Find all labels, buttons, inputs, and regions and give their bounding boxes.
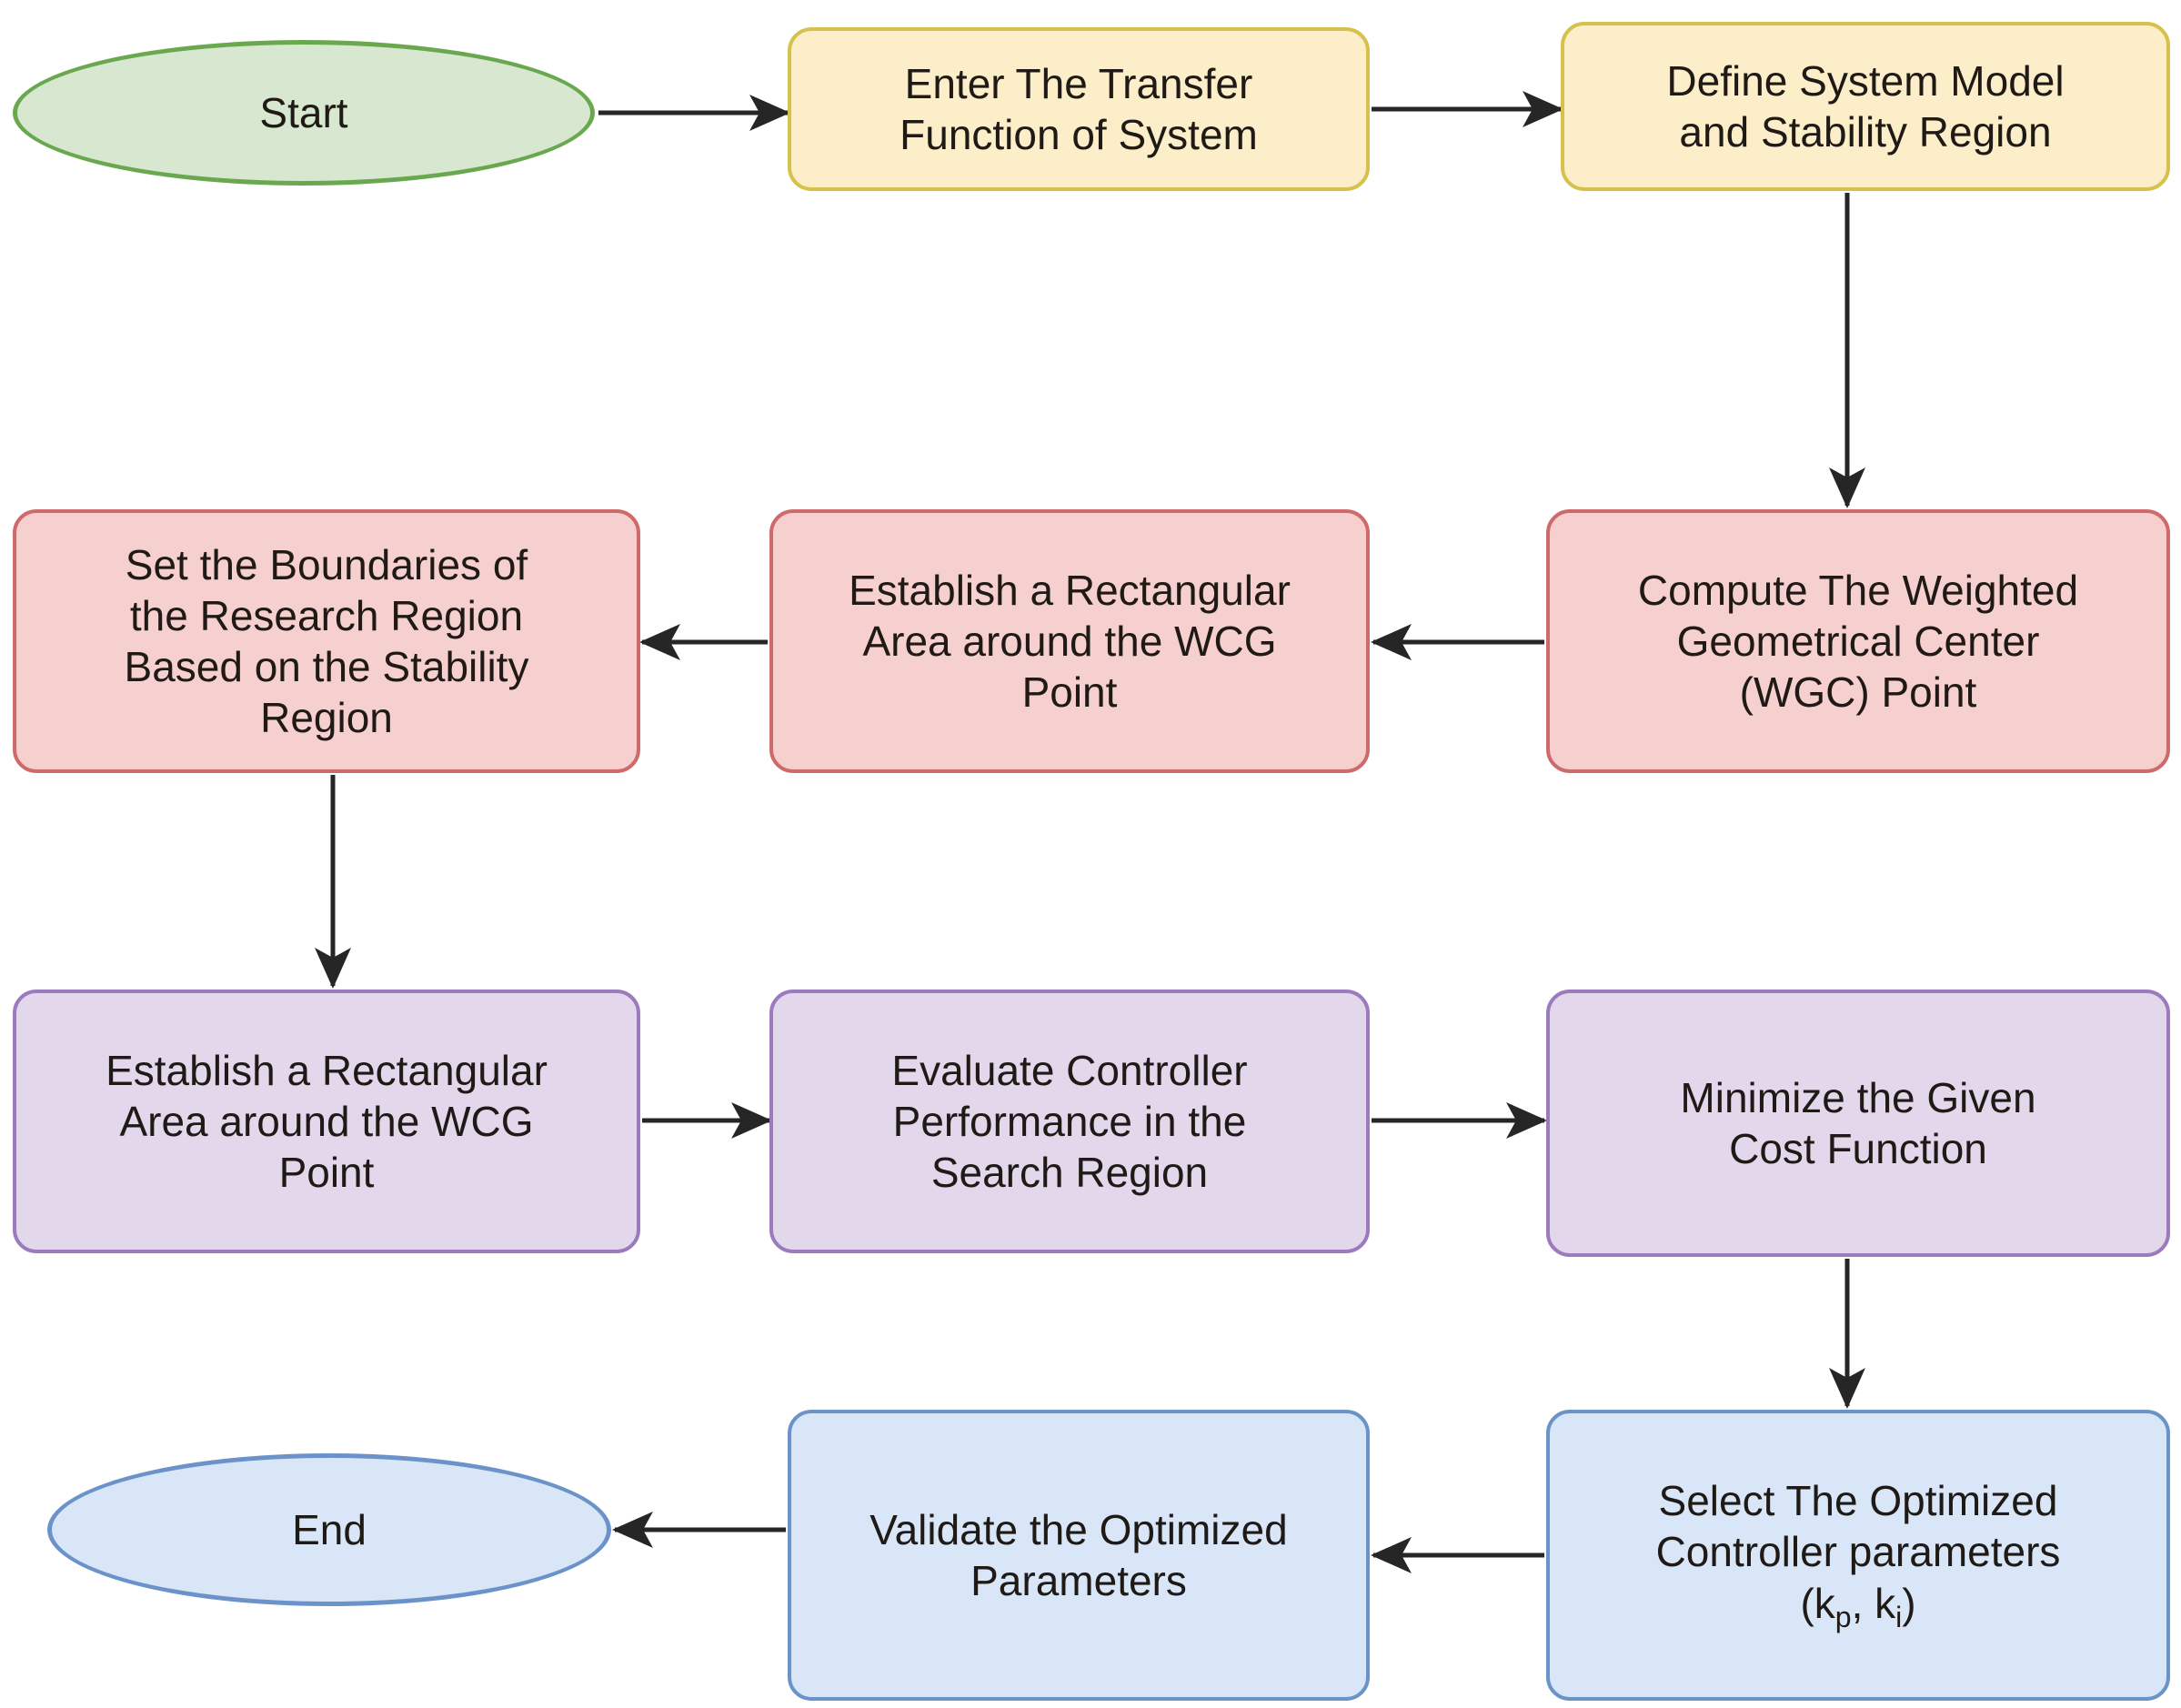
flowchart-node-validate[interactable]: Validate the Optimized Parameters [788,1410,1370,1701]
node-label-evaluate: Evaluate Controller Performance in the S… [891,1046,1248,1197]
node-label-boundaries: Set the Boundaries of the Research Regio… [124,540,529,742]
flowchart-node-start[interactable]: Start [13,40,595,186]
arrow-group [315,91,1865,1573]
flowchart-node-evaluate[interactable]: Evaluate Controller Performance in the S… [769,990,1370,1253]
node-label-rect_wcg1: Establish a Rectangular Area around the … [849,566,1291,717]
node-label-start: Start [259,88,348,136]
flowchart-node-define[interactable]: Define System Model and Stability Region [1561,22,2170,191]
flowchart-node-end[interactable]: End [47,1453,611,1606]
node-label-wgc: Compute The Weighted Geometrical Center … [1637,566,2079,717]
flowchart-node-minimize[interactable]: Minimize the Given Cost Function [1546,990,2170,1257]
node-label-end: End [292,1505,367,1553]
flowchart-node-enter_tf[interactable]: Enter The Transfer Function of System [788,27,1370,191]
flowchart-node-boundaries[interactable]: Set the Boundaries of the Research Regio… [13,509,640,773]
node-label-rect_wcg2: Establish a Rectangular Area around the … [106,1046,548,1197]
flowchart-node-rect_wcg1[interactable]: Establish a Rectangular Area around the … [769,509,1370,773]
node-label-enter_tf: Enter The Transfer Function of System [900,59,1258,158]
node-label-validate: Validate the Optimized Parameters [869,1505,1288,1604]
node-label-minimize: Minimize the Given Cost Function [1680,1073,2036,1172]
flowchart-node-wgc[interactable]: Compute The Weighted Geometrical Center … [1546,509,2170,773]
node-label-define: Define System Model and Stability Region [1666,56,2065,156]
flowchart-node-rect_wcg2[interactable]: Establish a Rectangular Area around the … [13,990,640,1253]
